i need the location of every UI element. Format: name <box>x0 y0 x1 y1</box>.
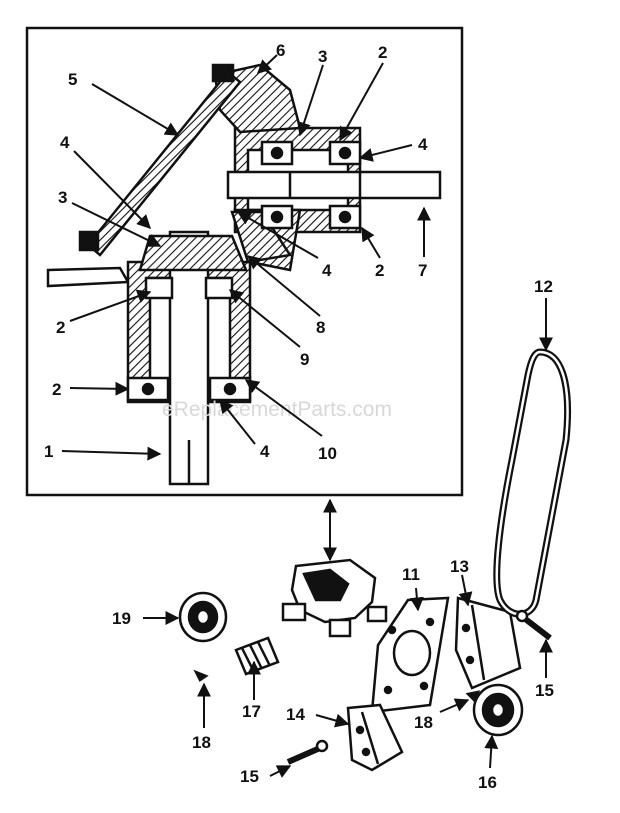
housing-lug <box>46 266 131 288</box>
callout-3-upper: 3 <box>318 47 327 66</box>
callout-2-lower: 2 <box>52 380 61 399</box>
callout-12: 12 <box>534 277 553 296</box>
callout-10: 10 <box>318 444 337 463</box>
bearing-lower-top-right <box>204 276 234 300</box>
cover-plate <box>86 70 242 257</box>
pin-15-bottom <box>286 739 329 765</box>
bevel-gear-lower <box>138 234 248 272</box>
pin-15-right <box>515 609 552 641</box>
cover-bolt-bottom <box>78 230 100 252</box>
bracket-14 <box>346 703 404 772</box>
bracket-13 <box>454 596 522 690</box>
gearbox-cross-section <box>46 63 442 486</box>
callout-4-lower: 4 <box>260 442 270 461</box>
callout-6: 6 <box>276 41 285 60</box>
callout-7: 7 <box>418 261 427 280</box>
callout-1: 1 <box>44 442 53 461</box>
key-18-right <box>465 690 481 703</box>
mounting-plate-11 <box>370 596 450 714</box>
splined-sleeve-17 <box>234 636 280 676</box>
inset-leaders <box>61 54 431 461</box>
exploded-parts <box>178 348 572 772</box>
callout-2-mid: 2 <box>375 261 384 280</box>
callout-4-upper: 4 <box>418 135 428 154</box>
pulley-19 <box>178 591 228 643</box>
cover-bolt-top <box>211 63 235 83</box>
callout-4-mid: 4 <box>322 261 332 280</box>
callout-3-left: 3 <box>58 188 67 207</box>
callout-2-left: 2 <box>56 318 65 337</box>
inset-callouts: 5 6 3 2 4 4 3 4 2 7 8 2 9 2 10 4 1 <box>44 41 428 463</box>
callout-14: 14 <box>286 705 305 724</box>
callout-11: 11 <box>402 565 420 584</box>
bearing-lower-top-left <box>144 276 174 300</box>
exploded-callouts: 19 11 13 12 17 18 14 15 18 16 15 <box>112 277 554 792</box>
callout-15-bottom: 15 <box>240 767 259 786</box>
callout-8: 8 <box>316 318 325 337</box>
callout-5: 5 <box>68 70 77 89</box>
callout-9: 9 <box>300 350 309 369</box>
pulley-16 <box>472 683 524 737</box>
callout-15-right: 15 <box>535 681 554 700</box>
detail-inset-frame <box>25 26 464 497</box>
callout-18-left: 18 <box>192 733 211 752</box>
key-18-left <box>193 669 209 682</box>
callout-17: 17 <box>242 702 261 721</box>
callout-16: 16 <box>478 773 497 792</box>
callout-18-right: 18 <box>414 713 433 732</box>
callout-19: 19 <box>112 609 131 628</box>
horizontal-shaft <box>226 170 442 200</box>
watermark: eReplacementParts.com <box>162 398 392 421</box>
exploded-leaders <box>143 298 553 778</box>
callout-2-upper: 2 <box>378 43 387 62</box>
callout-4-left: 4 <box>60 133 70 152</box>
callout-13: 13 <box>450 557 469 576</box>
